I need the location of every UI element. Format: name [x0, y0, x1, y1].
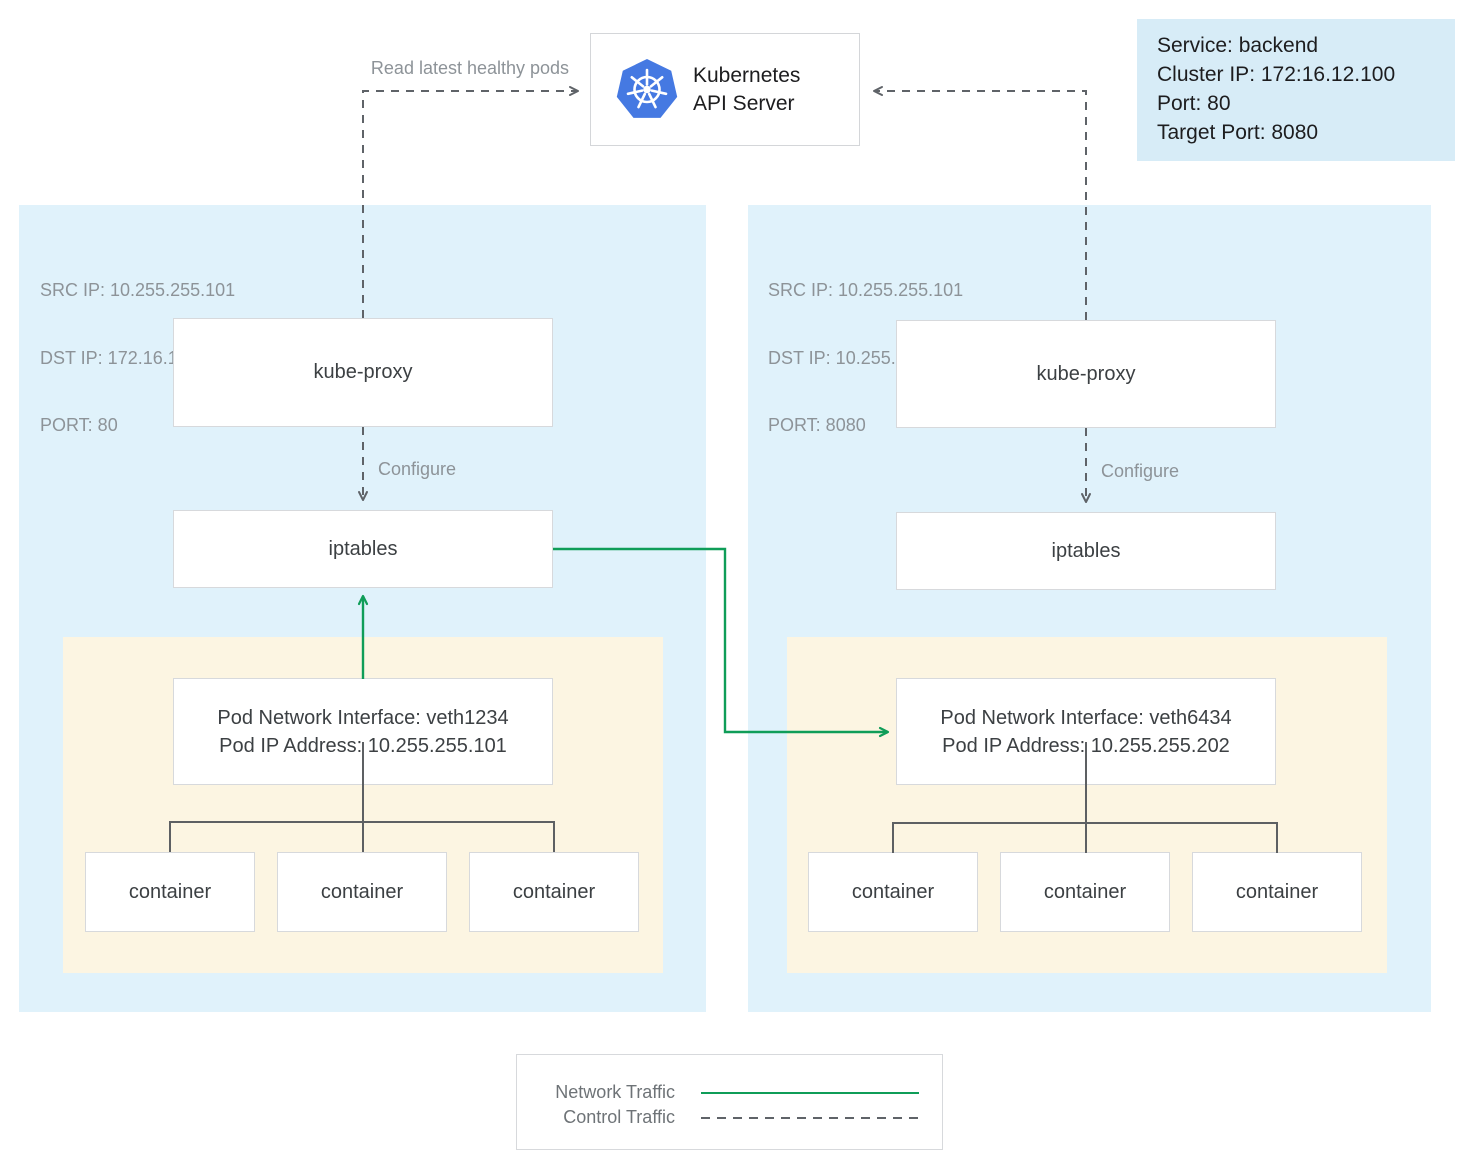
container-label: container [1043, 880, 1127, 903]
read-latest-healthy-pods-label: Read latest healthy pods [370, 58, 570, 78]
iptables-box-left: iptables [173, 510, 553, 588]
port-right: PORT: 8080 [768, 415, 866, 435]
network-traffic-line-sample [701, 1091, 919, 1094]
container-label: container [512, 880, 596, 903]
kube-proxy-box-left: kube-proxy [173, 318, 553, 427]
container-label: container [128, 880, 212, 903]
configure-label-right: Configure [1101, 461, 1180, 481]
iptables-label-right: iptables [1051, 539, 1121, 562]
container-box: container [1192, 852, 1362, 932]
iptables-box-right: iptables [896, 512, 1276, 590]
control-traffic-line-sample [701, 1116, 919, 1119]
service-target-port: Target Port: 8080 [1157, 121, 1319, 144]
kube-proxy-box-right: kube-proxy [896, 320, 1276, 428]
container-box: container [277, 852, 447, 932]
kubernetes-api-server-box: Kubernetes API Server [590, 33, 860, 146]
pod-interface-line-right: Pod Network Interface: veth6434 [940, 706, 1232, 729]
src-ip-left: SRC IP: 10.255.255.101 [40, 280, 236, 300]
container-box: container [469, 852, 639, 932]
src-ip-right: SRC IP: 10.255.255.101 [768, 280, 964, 300]
container-label: container [851, 880, 935, 903]
legend-control-row: Control Traffic [517, 1105, 942, 1130]
legend-network-row: Network Traffic [517, 1080, 942, 1105]
kubernetes-logo-icon [616, 58, 678, 118]
kube-proxy-label-left: kube-proxy [313, 361, 413, 383]
pod-interface-line-left: Pod Network Interface: veth1234 [217, 706, 509, 729]
service-name: Service: backend [1157, 34, 1319, 57]
pod-interface-text-right: Pod Network Interface: veth6434 Pod IP A… [940, 704, 1231, 760]
service-cluster-ip: Cluster IP: 172:16.12.100 [1157, 63, 1396, 86]
kube-proxy-label-right: kube-proxy [1036, 362, 1136, 385]
pod-ip-line-right: Pod IP Address: 10.255.255.202 [942, 734, 1230, 757]
pod-interface-box-left: Pod Network Interface: veth1234 Pod IP A… [173, 678, 553, 785]
port-left: PORT: 80 [40, 415, 118, 435]
container-label: container [320, 880, 404, 903]
configure-label-left: Configure [378, 459, 457, 479]
container-label: container [1235, 880, 1319, 903]
iptables-label-left: iptables [328, 537, 398, 560]
container-box: container [85, 852, 255, 932]
legend-control-label: Control Traffic [563, 1107, 675, 1127]
container-box: container [808, 852, 978, 932]
legend-box: Network Traffic Control Traffic [516, 1054, 943, 1150]
api-server-label: Kubernetes API Server [693, 62, 800, 118]
api-server-label-line2: API Server [693, 91, 795, 115]
pod-interface-text-left: Pod Network Interface: veth1234 Pod IP A… [217, 704, 508, 760]
service-port: Port: 80 [1157, 92, 1231, 115]
container-box: container [1000, 852, 1170, 932]
legend-network-label: Network Traffic [555, 1082, 675, 1102]
pod-ip-line-left: Pod IP Address: 10.255.255.101 [219, 734, 507, 757]
pod-interface-box-right: Pod Network Interface: veth6434 Pod IP A… [896, 678, 1276, 785]
node-left-meta: SRC IP: 10.255.255.101 DST IP: 172.16.12… [40, 234, 235, 482]
api-server-label-line1: Kubernetes [693, 63, 801, 87]
service-info-box: Service: backend Cluster IP: 172:16.12.1… [1137, 19, 1455, 161]
